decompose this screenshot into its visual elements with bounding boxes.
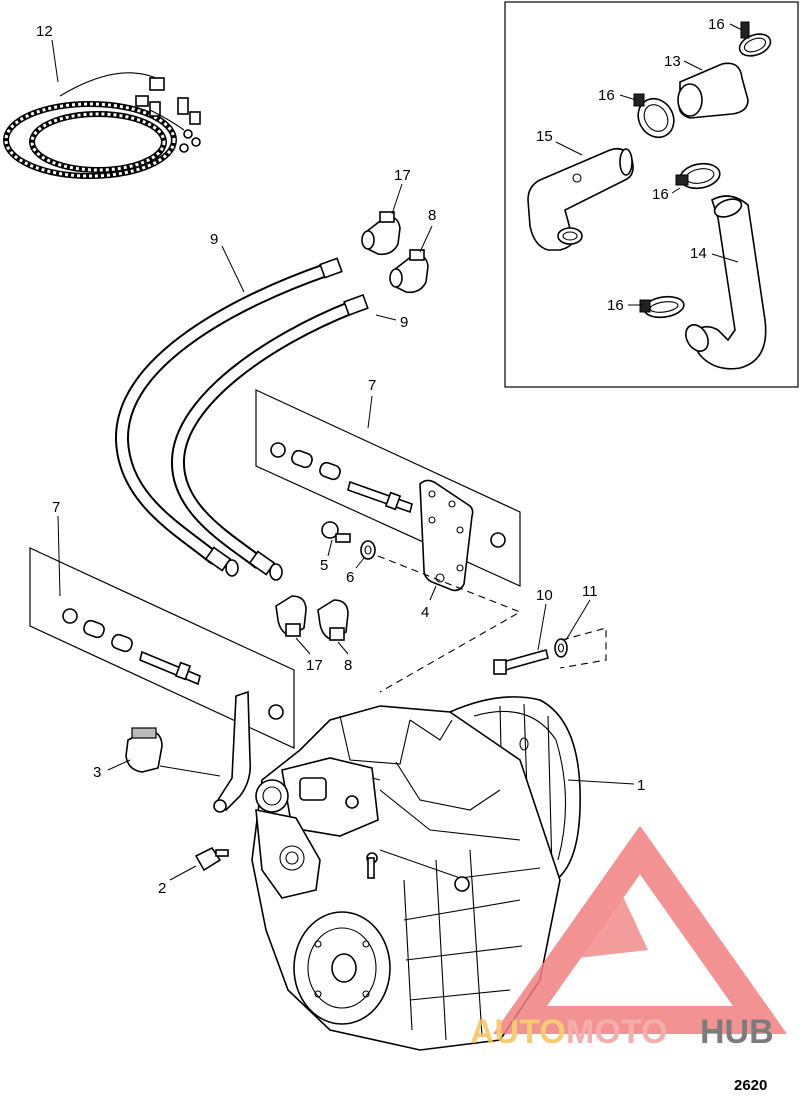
banjo-bolt-5 (321, 521, 351, 543)
label-8-top: 8 (428, 207, 436, 224)
label-11: 11 (582, 583, 598, 600)
label-17-top: 17 (394, 167, 411, 184)
label-16-bottom: 16 (607, 297, 624, 314)
label-6: 6 (346, 569, 354, 586)
fitting-17-bottom (275, 595, 307, 637)
hose-14 (685, 195, 767, 370)
watermark-auto: AUTO (470, 1013, 566, 1051)
label-4: 4 (421, 604, 429, 621)
label-17-bottom: 17 (306, 657, 323, 674)
clamp-16-top (738, 21, 772, 57)
label-3: 3 (93, 764, 101, 781)
kit-upper-parts (270, 442, 506, 548)
wiring-harness-12 (3, 72, 201, 179)
kit-box-upper (255, 389, 521, 587)
watermark-moto: MOTO (566, 1013, 667, 1051)
sleeve-13 (677, 62, 749, 119)
bracket-plate-4 (419, 479, 474, 592)
fitting-8-top (389, 249, 429, 294)
automotohub-watermark: AUTO MOTO HUB (470, 825, 788, 1051)
kit-box-lower (29, 547, 295, 749)
clamp-16-mid (633, 93, 675, 139)
inset-box (504, 1, 799, 388)
sensor-2 (194, 846, 229, 872)
hose-9-left (114, 257, 343, 577)
label-1: 1 (637, 777, 645, 794)
watermark-triangle (492, 825, 788, 1034)
label-14: 14 (690, 245, 707, 262)
kit-lower-parts (62, 608, 284, 720)
label-10: 10 (536, 587, 553, 604)
gearbox-housing-1 (213, 696, 581, 1051)
bolt-10 (493, 649, 549, 675)
fitting-17-top (361, 211, 401, 256)
label-9-right: 9 (400, 314, 408, 331)
clamp-16-bottom (639, 295, 685, 319)
washer-11 (554, 638, 568, 658)
hose-9-right (170, 293, 369, 581)
figure-id: 2620 (734, 1077, 767, 1094)
label-7-lower: 7 (52, 499, 60, 516)
label-2: 2 (158, 880, 166, 897)
label-12: 12 (36, 23, 53, 40)
label-16-mid: 16 (598, 87, 615, 104)
fitting-8-bottom (317, 599, 349, 641)
label-9-left: 9 (210, 231, 218, 248)
label-16-top: 16 (708, 16, 725, 33)
elbow-15 (527, 147, 634, 251)
clamp-16-lower (675, 162, 721, 190)
washer-6 (360, 540, 376, 560)
label-5: 5 (320, 557, 328, 574)
label-16-lower: 16 (652, 186, 669, 203)
label-7-upper: 7 (368, 377, 376, 394)
label-8-bottom: 8 (344, 657, 352, 674)
mount-arm (217, 690, 252, 812)
watermark-hub: HUB (700, 1013, 774, 1051)
label-15: 15 (536, 128, 553, 145)
sensor-switch-3 (125, 727, 163, 773)
label-13: 13 (664, 53, 681, 70)
